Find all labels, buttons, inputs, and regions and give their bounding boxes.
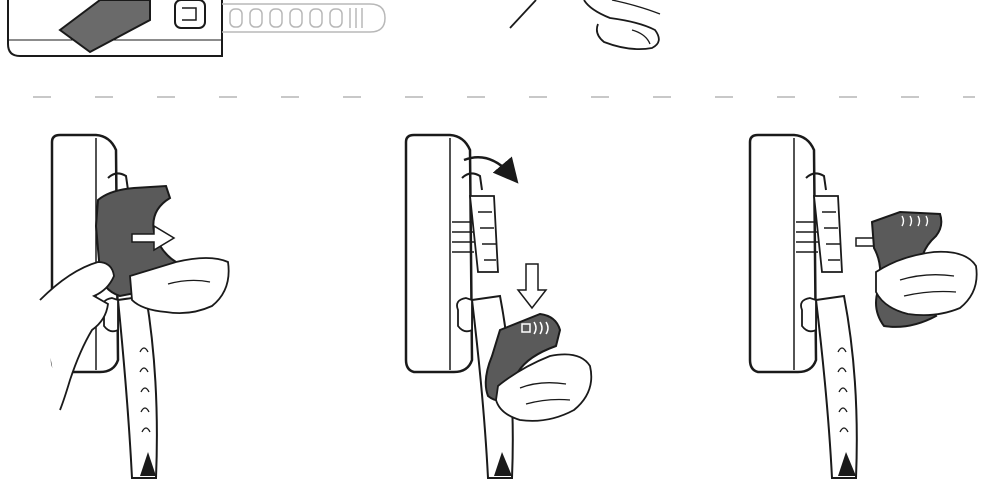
step-1-illustration (40, 135, 229, 478)
top-left-device-fragment (8, 0, 222, 56)
usb-stick (60, 0, 150, 52)
step-3-illustration (750, 135, 977, 478)
top-left-strap-fragment (222, 4, 385, 32)
step-2-illustration (406, 135, 591, 478)
down-arrow (518, 264, 546, 308)
top-middle-hand-fragment (510, 0, 660, 49)
